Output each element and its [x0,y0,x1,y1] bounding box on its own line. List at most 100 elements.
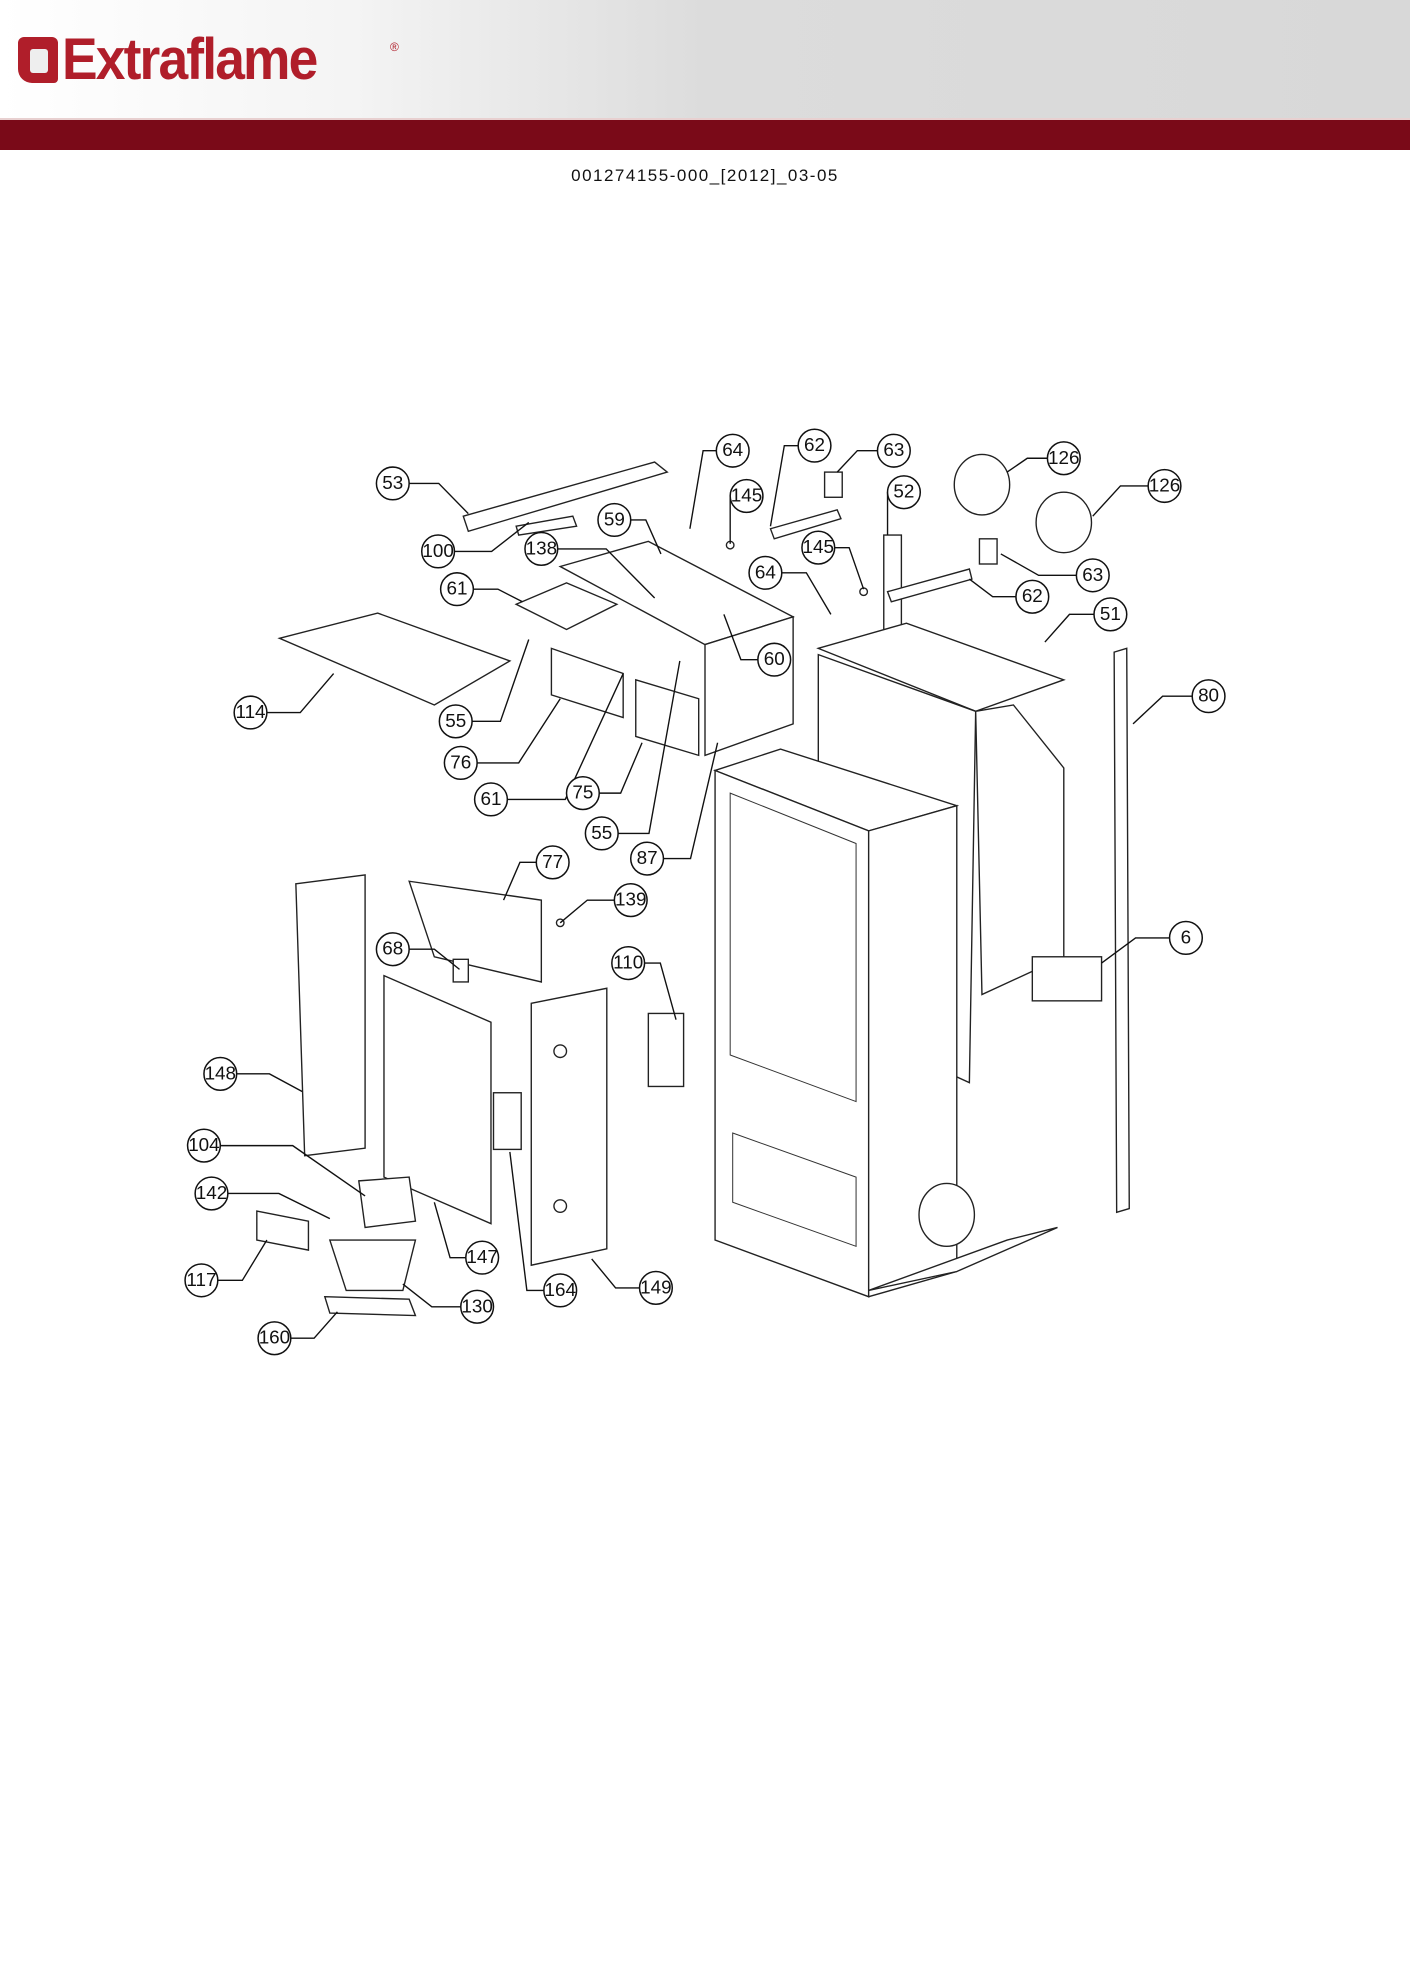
callout-circle [1147,468,1182,504]
callout-circle [524,531,559,567]
callout-circle [535,845,570,880]
callout-100: 100 [420,521,530,569]
fan [918,1182,976,1248]
leader-line [1132,695,1193,725]
callout-label: 64 [722,440,743,461]
leader-line [409,948,460,970]
callout-circle [1046,441,1081,476]
callout-circle [715,433,750,468]
part-126-pipe [953,453,1011,516]
callout-circle [375,932,410,967]
callout-circle [886,475,922,510]
callout-circle [543,1273,578,1308]
callout-label: 59 [604,509,625,530]
callout-label: 104 [188,1135,220,1156]
leader-line [409,482,469,515]
part-114-plate [277,612,512,706]
callout-circle [473,782,509,817]
leader-line [290,1311,338,1339]
callout-77: 77 [502,845,570,901]
callout-label: 55 [445,711,466,732]
leader-line [217,1239,268,1282]
callout-104: 104 [186,1128,366,1197]
leader-line [689,450,717,529]
callout-80: 80 [1132,679,1226,725]
leader-line [402,1283,461,1308]
leader-line [220,1144,366,1197]
callout-label: 68 [382,939,403,960]
callout-145: 145 [729,478,764,544]
leader-line [1092,485,1149,517]
panel-knob-2 [553,1199,568,1214]
callout-126: 126 [1092,468,1182,517]
callout-label: 51 [1100,604,1121,625]
callout-circle [748,555,783,590]
callout-circle [584,816,619,851]
callout-circle [465,1240,500,1275]
part-6-sensor [1031,956,1103,1002]
callout-64: 64 [689,433,750,529]
part-63-bracket-2 [978,538,998,565]
callout-label: 160 [259,1328,291,1349]
callout-68: 68 [375,932,460,970]
leader-line [1101,937,1170,964]
callout-label: 110 [613,953,643,974]
callout-label: 142 [196,1183,228,1204]
callout-147: 147 [433,1202,500,1275]
callout-138: 138 [524,531,656,599]
part-62-bar-2 [886,568,973,603]
leader-line [266,673,335,714]
callout-130: 130 [402,1283,495,1324]
callout-label: 87 [637,848,658,869]
callout-63: 63 [836,433,911,473]
leader-line [502,861,537,901]
part-117-grate [256,1210,310,1251]
callout-117: 117 [184,1239,268,1298]
callout-label: 80 [1198,686,1219,707]
brand-name: Extraflame [62,27,318,92]
header-red-bar [0,118,1410,150]
body-lower-opening [732,1132,857,1248]
part-61-plate [514,582,619,631]
callout-circle [801,530,836,565]
leader-line [454,521,530,553]
callout-circle [233,695,268,730]
part-51-frame [816,622,1066,713]
leader-line [236,1073,303,1093]
callout-label: 100 [422,541,454,562]
callout-circle [1191,679,1226,714]
callout-114: 114 [233,673,335,730]
callout-label: 55 [591,823,612,844]
callout-label: 6 [1181,927,1192,948]
leader-line [1044,613,1095,643]
leader-line [433,1202,466,1259]
callout-circle [1015,579,1050,614]
callout-circle [439,572,475,607]
callout-61: 61 [439,572,523,607]
leader-line [968,578,1016,598]
callout-label: 62 [804,435,825,456]
callout-circle [565,776,601,811]
part-77-top-panel [408,880,543,983]
leader-line [630,519,662,555]
callout-circle [757,642,792,677]
callout-label: 63 [1082,565,1103,586]
page-header: Extraflame ® [0,0,1410,118]
callout-label: 77 [542,852,563,873]
leader-line [509,1151,544,1292]
callout-60: 60 [723,614,792,677]
callout-145: 145 [801,530,865,590]
callout-circle [438,704,473,739]
leader-line [723,614,758,661]
callout-label: 61 [480,789,501,810]
callout-139: 139 [559,883,648,924]
leader-line [1006,457,1048,473]
callout-148: 148 [203,1056,303,1093]
callout-circle [629,841,665,876]
callout-75: 75 [565,742,643,811]
callout-label: 76 [450,752,471,773]
part-130-brazier [328,1239,417,1292]
callout-label: 60 [764,649,785,670]
leader-line [472,639,530,723]
